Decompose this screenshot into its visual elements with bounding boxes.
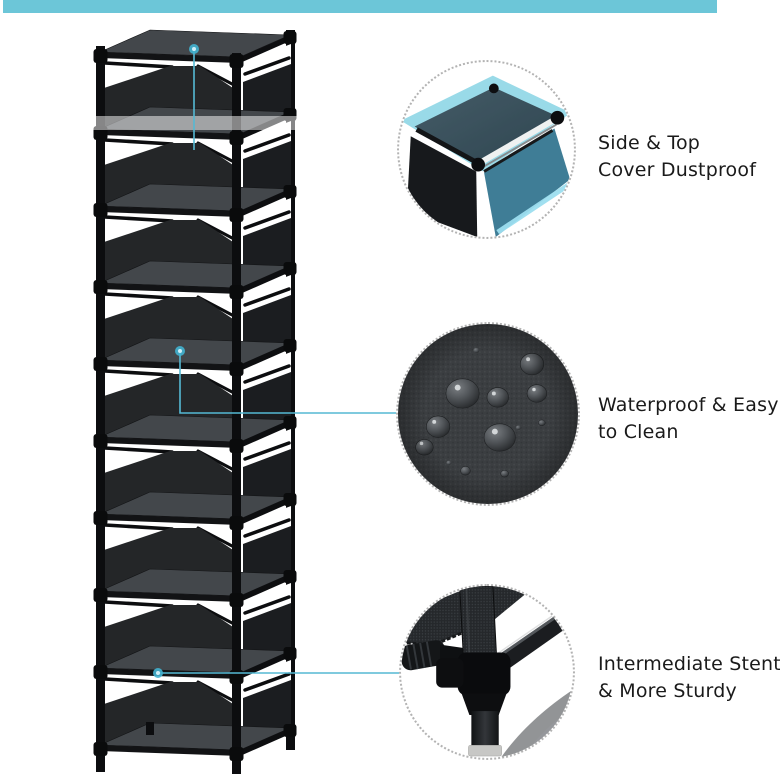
leader-line-waterproof bbox=[179, 352, 397, 414]
label-line: Cover Dustproof bbox=[598, 159, 757, 181]
label-line: Waterproof & Easy bbox=[598, 394, 779, 416]
callout-label-stent: Intermediate Stent & More Sturdy bbox=[598, 651, 780, 705]
label-line: & More Sturdy bbox=[598, 680, 737, 702]
label-line: to Clean bbox=[598, 421, 679, 443]
waterproof-detail-image bbox=[398, 324, 578, 504]
callout-circle-waterproof bbox=[396, 322, 580, 506]
callout-label-dustproof: Side & Top Cover Dustproof bbox=[598, 130, 756, 184]
glare-band bbox=[62, 116, 308, 130]
callout-label-waterproof: Waterproof & Easy to Clean bbox=[598, 392, 779, 446]
stent-detail-image bbox=[401, 586, 573, 758]
callout-circle-stent bbox=[399, 584, 575, 760]
callout-dot-highlight bbox=[192, 47, 196, 51]
top-accent-bar bbox=[3, 0, 717, 13]
callout-dot-highlight bbox=[156, 671, 160, 675]
label-line: Side & Top bbox=[598, 132, 701, 154]
dustproof-detail-image bbox=[400, 75, 572, 237]
callout-circle-dustproof bbox=[397, 60, 576, 239]
label-line: Intermediate Stent bbox=[598, 653, 780, 675]
callout-dot-highlight bbox=[178, 349, 182, 353]
